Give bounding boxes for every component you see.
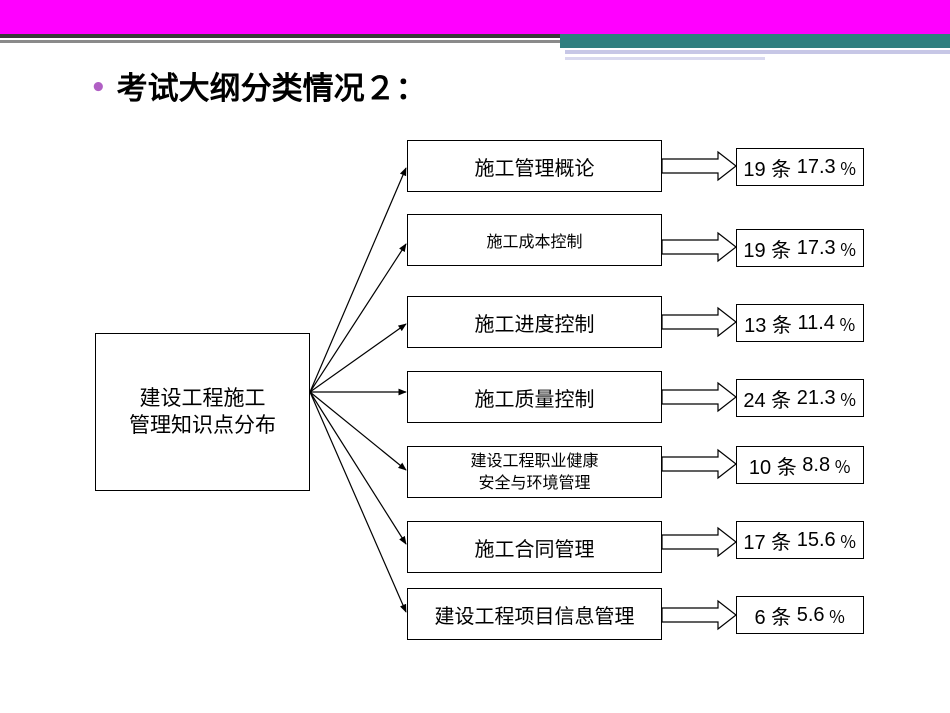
bullet-icon: • bbox=[90, 73, 107, 103]
header-stripe bbox=[0, 34, 560, 38]
header-stripe bbox=[0, 40, 560, 43]
header-stripe bbox=[565, 50, 950, 54]
category-label: 施工合同管理 bbox=[474, 536, 595, 561]
percent-sign: ％ bbox=[828, 607, 846, 627]
block-arrow bbox=[661, 150, 737, 182]
result-box: 13 条 11.4％ bbox=[736, 304, 864, 342]
result-box: 24 条 21.3％ bbox=[736, 379, 864, 417]
result-percent: 21.3 bbox=[796, 386, 836, 409]
category-label: 施工成本控制 bbox=[486, 232, 583, 251]
block-arrow bbox=[661, 526, 737, 558]
percent-sign: ％ bbox=[839, 532, 857, 552]
category-label: 施工质量控制 bbox=[474, 386, 595, 411]
category-box: 施工质量控制 bbox=[407, 371, 662, 423]
category-label: 施工进度控制 bbox=[474, 311, 595, 336]
category-box: 施工合同管理 bbox=[407, 521, 662, 573]
percent-sign: ％ bbox=[839, 390, 857, 410]
result-box: 6 条 5.6％ bbox=[736, 596, 864, 634]
percent-sign: ％ bbox=[839, 159, 857, 179]
result-box: 17 条 15.6％ bbox=[736, 521, 864, 559]
block-arrow bbox=[661, 381, 737, 413]
slide-title: • 考试大纲分类情况２： bbox=[90, 64, 427, 114]
result-count: 24 条 bbox=[743, 389, 792, 412]
header-stripe bbox=[565, 57, 765, 60]
result-percent: 5.6 bbox=[796, 603, 825, 626]
percent-sign: ％ bbox=[839, 240, 857, 260]
result-percent: 15.6 bbox=[796, 528, 836, 551]
header-stripe bbox=[560, 34, 950, 48]
result-count: 19 条 bbox=[743, 158, 792, 181]
result-percent: 8.8 bbox=[802, 453, 831, 476]
source-line-2: 管理知识点分布 bbox=[129, 413, 276, 437]
result-count: 19 条 bbox=[743, 239, 792, 262]
source-box: 建设工程施工 管理知识点分布 bbox=[95, 333, 310, 491]
result-count: 17 条 bbox=[743, 531, 792, 554]
category-label: 施工管理概论 bbox=[474, 155, 595, 180]
slide-title-text: 考试大纲分类情况２： bbox=[116, 71, 427, 107]
header-bar bbox=[0, 0, 950, 34]
branch-arrow bbox=[309, 243, 407, 393]
category-label-line-1: 建设工程职业健康 bbox=[470, 451, 599, 470]
branch-arrow bbox=[309, 391, 407, 545]
result-percent: 17.3 bbox=[796, 236, 836, 259]
percent-sign: ％ bbox=[834, 457, 852, 477]
result-box: 19 条 17.3％ bbox=[736, 148, 864, 186]
source-line-1: 建设工程施工 bbox=[139, 386, 266, 410]
block-arrow bbox=[661, 231, 737, 263]
result-count: 10 条 bbox=[748, 456, 797, 479]
branch-arrow bbox=[309, 391, 407, 613]
branch-arrow bbox=[309, 391, 407, 471]
block-arrow bbox=[661, 306, 737, 338]
branch-arrow bbox=[309, 167, 407, 393]
category-box: 施工成本控制 bbox=[407, 214, 662, 266]
result-count: 13 条 bbox=[744, 314, 792, 337]
percent-sign: ％ bbox=[838, 315, 856, 335]
result-percent: 17.3 bbox=[796, 155, 836, 178]
result-count: 6 条 bbox=[754, 606, 792, 629]
block-arrow bbox=[661, 448, 737, 480]
category-box: 建设工程项目信息管理 bbox=[407, 588, 662, 640]
result-box: 19 条 17.3％ bbox=[736, 229, 864, 267]
category-box: 建设工程职业健康 安全与环境管理 bbox=[407, 446, 662, 498]
block-arrow bbox=[661, 599, 737, 631]
category-label: 建设工程项目信息管理 bbox=[434, 603, 635, 628]
category-box: 施工管理概论 bbox=[407, 140, 662, 192]
category-box: 施工进度控制 bbox=[407, 296, 662, 348]
branch-arrow bbox=[309, 323, 407, 393]
category-label-line-2: 安全与环境管理 bbox=[478, 473, 591, 492]
result-percent: 11.4 bbox=[797, 311, 835, 334]
result-box: 10 条 8.8％ bbox=[736, 446, 864, 484]
